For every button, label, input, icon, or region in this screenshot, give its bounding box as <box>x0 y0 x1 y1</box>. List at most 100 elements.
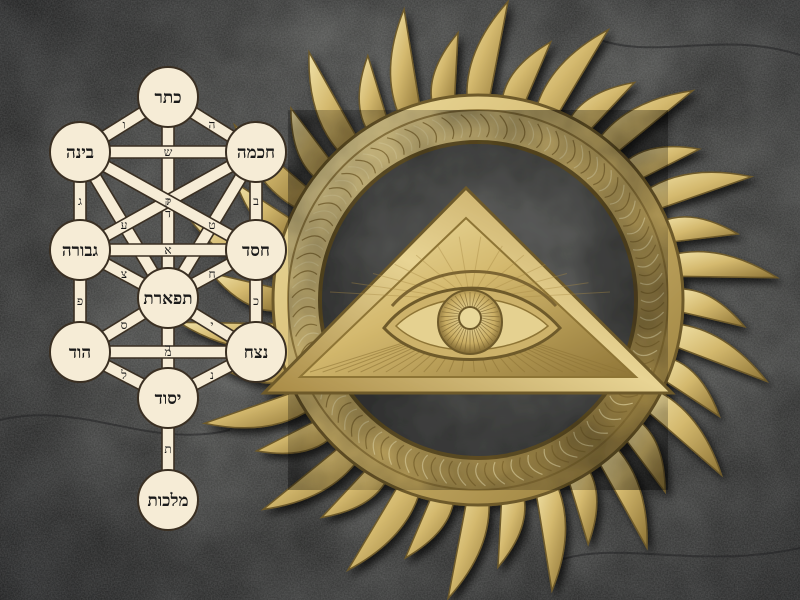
ring-flame-stroke <box>579 426 601 441</box>
path-letter: ע <box>121 218 128 232</box>
ring-texture <box>291 113 665 487</box>
ring-flame-stroke <box>639 311 665 321</box>
ring-flame-stroke <box>604 402 628 413</box>
sun-ray <box>430 30 459 109</box>
ring-flame-stroke <box>551 445 570 463</box>
ring-flame-stroke <box>370 147 390 164</box>
iris-line <box>480 323 497 338</box>
sun-ray <box>674 288 747 328</box>
sefira-circle <box>49 219 111 281</box>
ring-flame-stroke <box>630 226 650 243</box>
ring-flame-stroke <box>566 436 586 453</box>
path-letter: י <box>210 318 213 332</box>
ring-flame-stroke <box>640 282 664 294</box>
sefira-label: חכמה <box>237 143 275 163</box>
iris-line <box>480 306 497 313</box>
sefira-gevurah: גבורה <box>49 219 111 281</box>
path-letter: ק <box>165 194 171 208</box>
ring-flame-stroke <box>573 145 584 169</box>
ring-flame-stroke <box>614 192 631 212</box>
iris-line <box>479 302 494 311</box>
sun-ray <box>358 53 390 136</box>
ring-flame-stroke <box>632 235 654 251</box>
iris-line <box>478 325 494 342</box>
ring-flame-stroke <box>609 395 633 406</box>
sun-ray <box>669 250 780 279</box>
sefira-chesed: חסד <box>225 219 287 281</box>
iris-line <box>440 315 459 318</box>
ring-flame-stroke <box>638 321 664 330</box>
iris-line <box>475 295 486 308</box>
ring-flame-stroke <box>348 166 370 180</box>
ring-flame-stroke <box>395 132 413 152</box>
sun-ray <box>497 491 526 570</box>
iris-line <box>473 329 481 351</box>
ring-flame-stroke <box>559 135 568 160</box>
ring-flame-stroke <box>357 420 370 444</box>
sun-ray <box>319 464 390 519</box>
sun-ray <box>534 27 611 119</box>
ring-flame-stroke <box>295 323 318 337</box>
iris-line <box>481 311 499 315</box>
iris-line <box>481 321 499 333</box>
ring-flame-stroke <box>298 243 324 251</box>
eye-of-providence-icon <box>176 0 780 600</box>
ring-flame-stroke <box>619 200 636 220</box>
ring-flame-stroke <box>362 153 383 169</box>
sun-ray <box>466 0 509 104</box>
sefira-circle <box>225 321 287 383</box>
ring-flame-stroke <box>637 253 659 268</box>
ring-flame-stroke <box>337 401 352 423</box>
ring-flame-stroke <box>640 292 665 303</box>
ring-flame-stroke <box>441 117 455 140</box>
sefira-keter: כתר <box>137 66 199 128</box>
ring-flame-stroke <box>308 218 334 227</box>
ring-flame-stroke <box>592 415 615 428</box>
ring-flame-stroke <box>475 462 486 487</box>
sefira-label: כתר <box>154 88 181 108</box>
iris-line <box>464 292 469 307</box>
ring-flame-stroke <box>372 431 383 455</box>
iris-line <box>439 317 459 323</box>
ring-flame-stroke <box>421 454 429 480</box>
ring-flame-stroke <box>638 263 661 277</box>
path-letter: ש <box>164 145 173 159</box>
iris-line <box>440 319 459 328</box>
ring-flame-stroke <box>623 208 641 227</box>
sun-ray <box>534 481 567 594</box>
sun-ray <box>621 417 666 495</box>
ring-flame-stroke <box>292 270 318 279</box>
ring-flame-stroke <box>460 114 472 138</box>
ring-flame-stroke <box>510 459 525 481</box>
ring-flame-stroke <box>640 301 665 312</box>
sefira-binah: בינה <box>49 121 111 183</box>
sun-ray <box>621 145 702 183</box>
ring-flame-stroke <box>492 461 506 485</box>
ring-flame-stroke <box>518 457 534 479</box>
ring-flame-stroke <box>296 252 321 260</box>
ring-flame-stroke <box>457 461 467 487</box>
path-letter: מ <box>164 345 171 359</box>
ring-flame-stroke <box>386 137 405 155</box>
sefira-circle <box>137 469 199 531</box>
iris-line <box>443 323 460 338</box>
ring-flame-stroke <box>448 460 457 486</box>
sun-ray <box>659 356 721 419</box>
path-letter: ב <box>253 194 259 208</box>
ring-flame-stroke <box>566 139 576 164</box>
iris-line <box>475 328 486 349</box>
sun-ray <box>642 171 755 212</box>
ring-flame-stroke <box>334 179 358 192</box>
sefira-label: חסד <box>242 241 270 261</box>
ring-flame-stroke <box>586 156 599 180</box>
ring-flame-stroke <box>508 116 517 141</box>
sefira-circle <box>225 121 287 183</box>
sefira-netzach: נצח <box>225 321 287 383</box>
ring-flame-stroke <box>304 226 330 235</box>
ring-flame-stroke <box>328 187 352 198</box>
sun-ray <box>670 322 770 383</box>
iris-line <box>450 326 463 346</box>
